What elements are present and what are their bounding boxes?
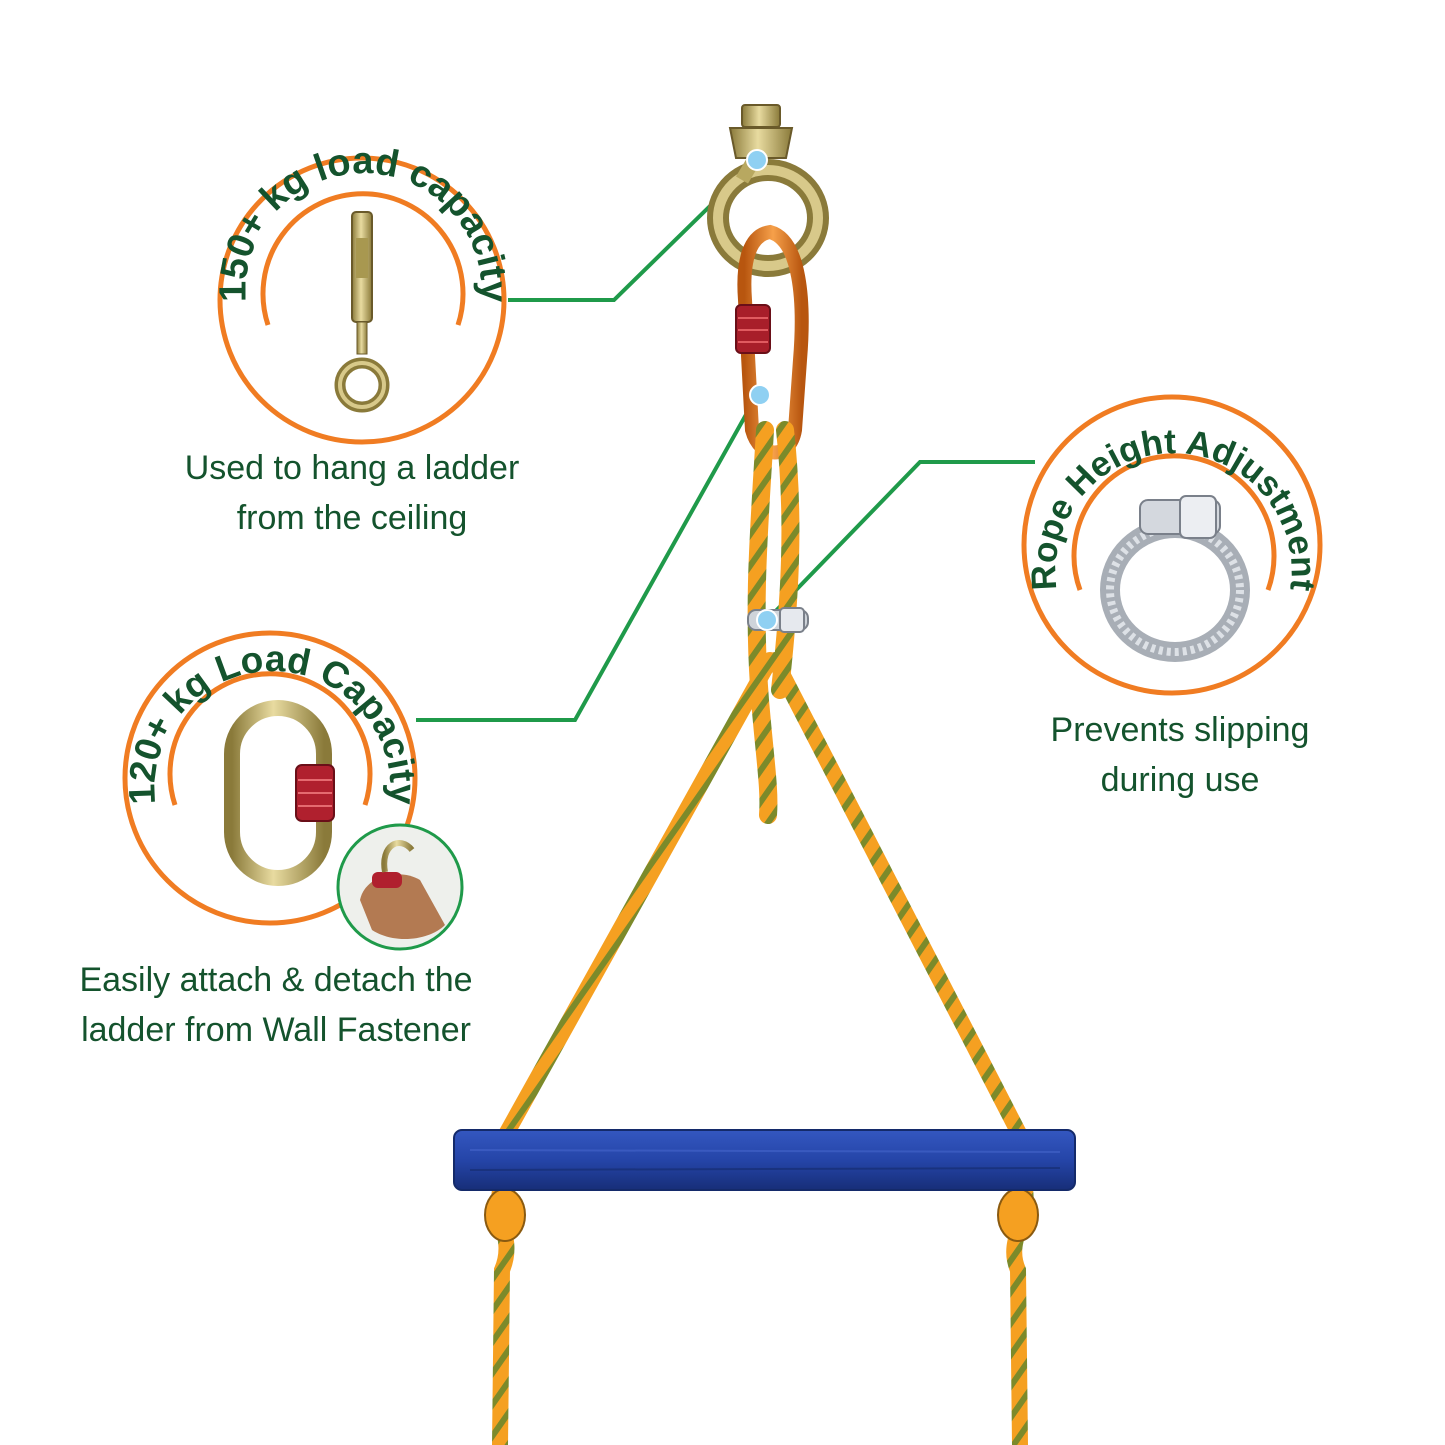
marker-carabiner	[749, 384, 771, 406]
caption-line: Used to hang a ladder	[184, 449, 520, 487]
caption-line: ladder from Wall Fastener	[81, 1011, 471, 1049]
marker-ceiling-anchor	[746, 149, 768, 171]
feature-ceiling-anchor: 150+ kg load capacity	[212, 140, 515, 445]
ceiling-anchor-icon	[707, 104, 829, 277]
caption-rope-clamp: Prevents slipping during use	[1010, 705, 1350, 805]
leader-line-clamp	[765, 460, 1035, 622]
ladder-rung	[453, 1129, 1076, 1191]
caption-line: Prevents slipping	[1050, 711, 1310, 749]
leader-line-carabiner	[416, 394, 759, 722]
marker-clamp	[756, 609, 778, 631]
feature-inner-arc	[167, 671, 373, 806]
rope-ladder	[453, 104, 1076, 1445]
feature-inner-arc	[260, 191, 466, 326]
carabiner-icon	[224, 700, 335, 886]
caption-carabiner: Easily attach & detach the ladder from W…	[46, 955, 506, 1055]
callout-markers	[746, 149, 778, 631]
eye-bolt-anchor-icon	[334, 211, 390, 413]
hand-holding-carabiner-icon	[336, 823, 464, 951]
caption-ceiling-anchor: Used to hang a ladder from the ceiling	[142, 443, 562, 543]
hose-clamp-icon	[1100, 495, 1250, 662]
caption-line: during use	[1100, 761, 1260, 799]
feature-ring	[1021, 394, 1323, 696]
feature-carabiner: 120+ kg Load Capacity	[121, 630, 464, 951]
caption-line: from the ceiling	[236, 499, 468, 537]
caption-line: Easily attach & detach the	[79, 961, 473, 999]
feature-rope-clamp: Rope Height Adjustment	[1021, 394, 1323, 696]
rope-knots	[484, 1188, 1039, 1242]
feature-inner-arc	[1071, 453, 1277, 591]
